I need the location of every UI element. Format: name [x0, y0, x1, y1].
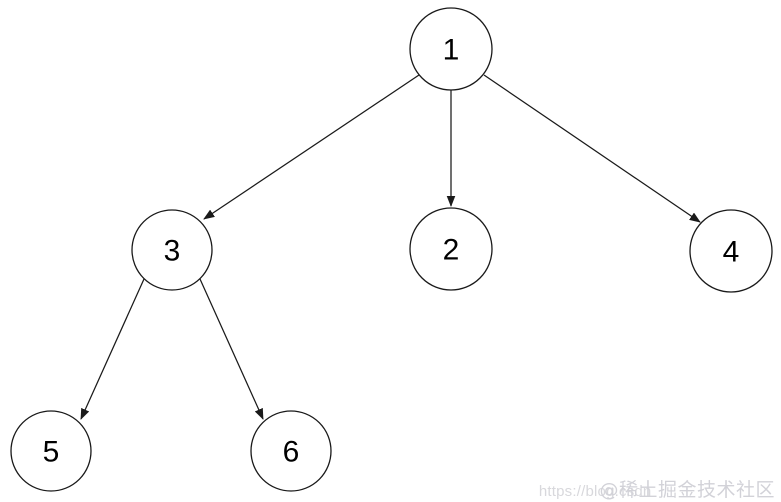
node-label-4: 4 — [723, 236, 740, 269]
edge-3-to-6 — [199, 278, 264, 420]
edges-layer — [80, 74, 701, 420]
node-label-3: 3 — [164, 235, 181, 268]
node-circle-5[interactable] — [10, 410, 92, 492]
node-circle-4[interactable] — [689, 209, 773, 293]
edge-3-to-5 — [80, 278, 145, 420]
edge-1-to-3 — [203, 74, 420, 220]
node-circle-2[interactable] — [409, 207, 493, 291]
node-circle-1[interactable] — [409, 7, 493, 91]
nodes-layer: 1 3 2 4 5 6 — [10, 7, 773, 492]
node-label-1: 1 — [443, 34, 460, 67]
node-2[interactable]: 2 — [409, 207, 493, 291]
node-circle-6[interactable] — [250, 410, 332, 492]
node-6[interactable]: 6 — [250, 410, 332, 492]
node-label-6: 6 — [283, 436, 300, 469]
node-label-5: 5 — [43, 436, 60, 469]
node-label-2: 2 — [443, 234, 460, 267]
node-circle-3[interactable] — [131, 209, 213, 291]
node-5[interactable]: 5 — [10, 410, 92, 492]
node-4[interactable]: 4 — [689, 209, 773, 293]
edge-1-to-4 — [483, 74, 701, 223]
node-1[interactable]: 1 — [409, 7, 493, 91]
node-3[interactable]: 3 — [131, 209, 213, 291]
